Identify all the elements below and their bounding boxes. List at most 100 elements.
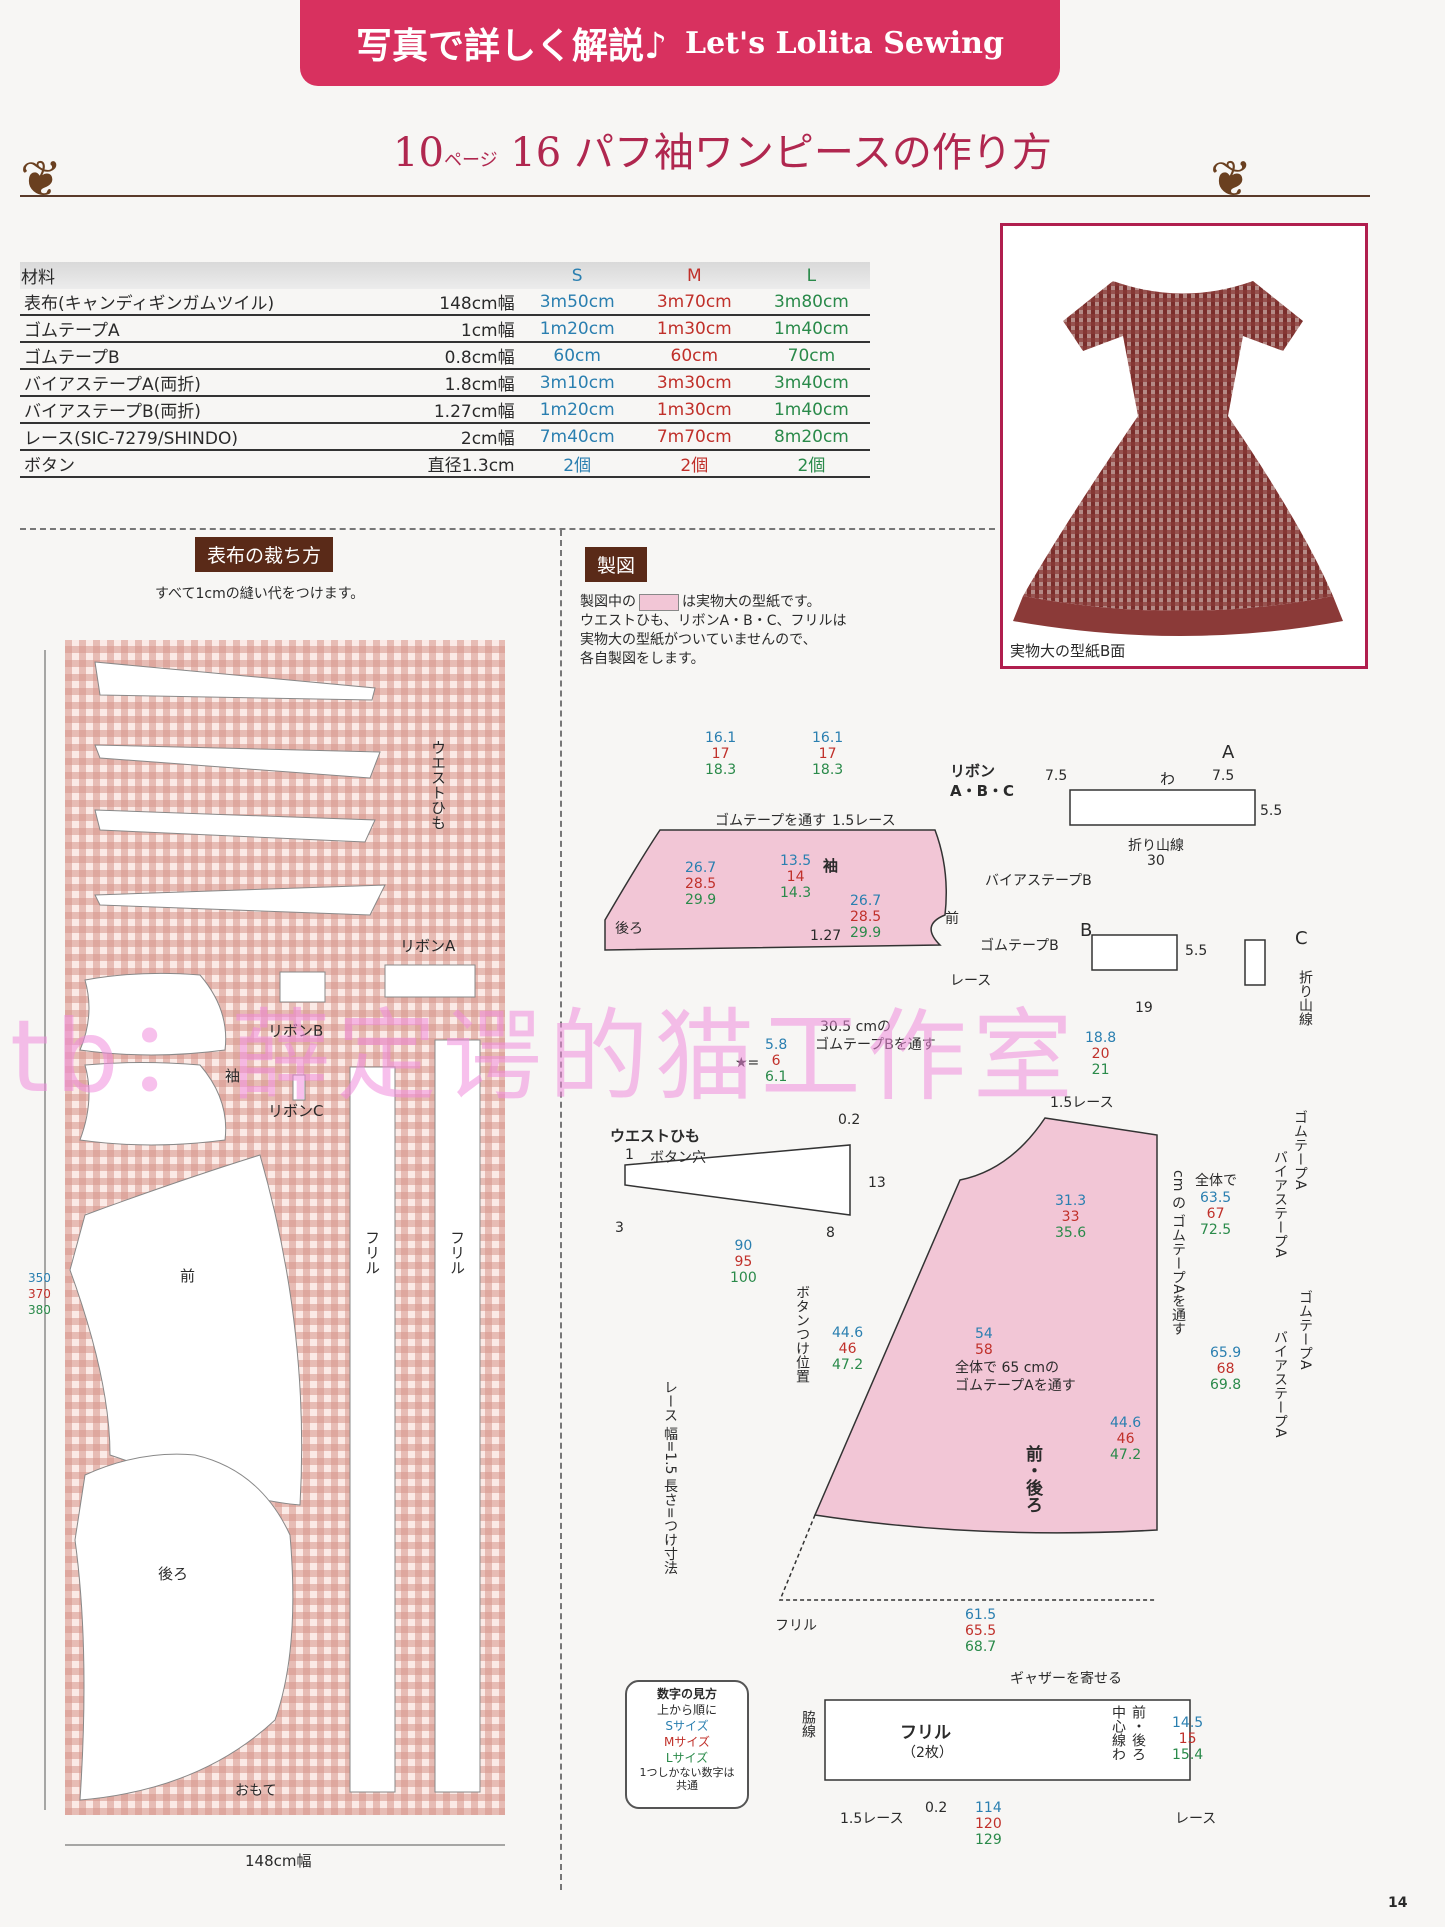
size-m: M [635, 262, 753, 289]
amount-m: 3m70cm [635, 289, 753, 316]
legend-common: 1つしかない数字は共通 [639, 1766, 735, 1792]
dimension-value: 67 [1206, 1206, 1225, 1222]
title-rule [20, 195, 1370, 197]
ribbon-c-pattern [1244, 939, 1266, 986]
dimension-value: ウエストひも、リボンA・B・C、フリルは [580, 613, 847, 629]
dimension-value: 65.9 [1210, 1345, 1242, 1361]
dimension-value: 69.8 [1210, 1377, 1242, 1393]
banner-title: 写真で詳しく解説♪ [356, 26, 667, 67]
ribbon-c-fold-line: 折り山線 [1297, 970, 1313, 1026]
dimension-value: 16.1 [812, 730, 844, 746]
sleeve-label: 袖 [225, 1067, 241, 1085]
photo-caption: 実物大の型紙B面 [1010, 642, 1126, 660]
title-page-label: ページ [443, 150, 498, 171]
ribbon-b-label: リボンB [268, 1022, 324, 1040]
banner-subtitle: Let's Lolita Sewing [685, 25, 1004, 61]
button-position-label: ボタンつけ位置 [794, 1285, 810, 1383]
dimension-value: 製図中の [580, 594, 636, 610]
frill-lace2: レース [1175, 1811, 1217, 1827]
amount-l: 8m20cm [752, 423, 870, 451]
sleeve-lace-label: 1.5レース [832, 813, 896, 829]
amount-m: 7m70cm [635, 423, 753, 451]
waist-tie-dim: 13 [868, 1175, 886, 1191]
dimension-value: 15 [1178, 1731, 1197, 1747]
front-label: 前 [180, 1267, 196, 1285]
sleeve-mid: 1.27 [810, 928, 842, 944]
frill-lace: 1.5レース [840, 1811, 904, 1827]
dimension-value: 72.5 [1200, 1222, 1232, 1238]
dimension-value: 31.3 [1055, 1193, 1087, 1209]
sleeve-pattern [604, 829, 947, 951]
amount-l: 1m40cm [752, 315, 870, 343]
center-line-label: 中心線わ [1110, 1705, 1126, 1761]
bodice-elastic-a2: ゴムテープAを通す [955, 1378, 1076, 1394]
ribbon-b-pattern [1091, 934, 1178, 971]
dimension-value: 63.5 [1200, 1190, 1232, 1206]
material-name: バイアステープB(両折) [20, 396, 385, 424]
dimension-value: 90 [734, 1238, 753, 1254]
dimension-value: 47.2 [1110, 1447, 1142, 1463]
amount-l: 3m40cm [752, 369, 870, 397]
dimension-value: 33 [1061, 1209, 1080, 1225]
dimension-value: 26.7 [685, 860, 717, 876]
dimension-value: 65.5 [965, 1623, 997, 1639]
amount-l: 70cm [752, 342, 870, 370]
waist-tie-dim: 8 [826, 1225, 835, 1241]
dimension-value: 28.5 [850, 909, 882, 925]
bias-a-label: バイアステープA [1272, 1330, 1288, 1438]
frill-count: （2枚） [902, 1745, 953, 1761]
dimension-value: 14 [786, 869, 805, 885]
material-name: レース(SIC-7279/SHINDO) [20, 423, 385, 451]
dimension-value: 46 [838, 1341, 857, 1357]
amount-l: 2個 [752, 450, 870, 478]
ribbon-elastic: ゴムテープB [980, 938, 1059, 954]
legend-order: 上から順に [656, 1703, 717, 1717]
dimension-value: 6 [771, 1053, 781, 1069]
total-unit: cm の ゴムテープAを通す [1170, 1170, 1186, 1336]
material-width: 1.8cm幅 [384, 369, 519, 397]
back-label: 後ろ [158, 1565, 189, 1583]
ribbon-a-height: 5.5 [1260, 803, 1283, 819]
dimension-value: 29.9 [850, 925, 882, 941]
dress-photo [1000, 223, 1368, 669]
amount-s: 1m20cm [518, 396, 636, 424]
ribbon-a-label: リボンA [400, 937, 456, 955]
material-width: 2cm幅 [384, 423, 519, 451]
material-name: ゴムテープB [20, 342, 385, 370]
amount-s: 3m10cm [518, 369, 636, 397]
section-divider [20, 528, 995, 530]
ribbon-c-letter: C [1295, 928, 1308, 949]
material-width: 直径1.3cm [384, 450, 519, 478]
material-width: 0.8cm幅 [384, 342, 519, 370]
dimension-value: 129 [975, 1832, 1002, 1848]
sleeve-label: 袖 [823, 857, 839, 875]
dimension-value: 120 [975, 1816, 1002, 1832]
dimension-value: 各自製図をします。 [580, 651, 705, 667]
title-number: 16 [510, 130, 562, 176]
material-width: 148cm幅 [384, 289, 519, 316]
ribbon-bias: バイアステープB [985, 873, 1092, 889]
legend-title: 数字の見方 [656, 1687, 717, 1701]
title-page: 10 [393, 130, 444, 176]
size-l: L [752, 262, 870, 289]
ribbon-a-letter: A [1222, 742, 1235, 763]
amount-s: 1m20cm [518, 315, 636, 343]
dimension-value: 350 [28, 1271, 51, 1285]
